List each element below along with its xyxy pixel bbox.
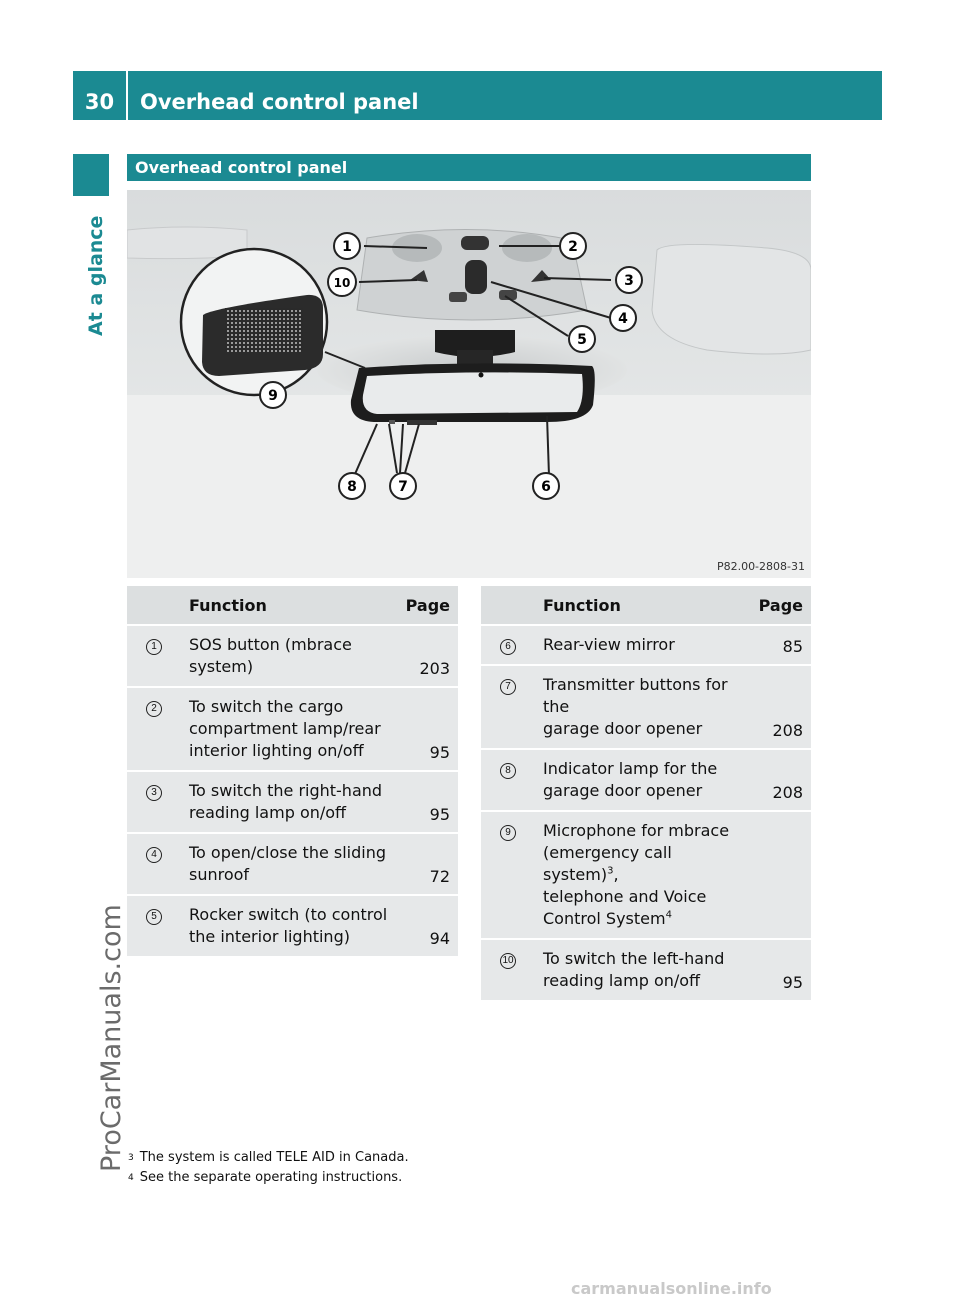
- callout-7: 7: [398, 479, 408, 495]
- page-ref: [749, 812, 811, 938]
- header-page: Page: [749, 586, 811, 624]
- item-number: 1: [146, 639, 162, 655]
- header-divider: [126, 71, 128, 120]
- header-empty: [481, 586, 535, 624]
- illustration-code: P82.00-2808-31: [717, 560, 805, 573]
- table-header-row: Function Page: [127, 586, 458, 624]
- footnote-ref-4: 4: [665, 909, 672, 921]
- header-page: Page: [396, 586, 458, 624]
- page-header-bar: [73, 71, 882, 120]
- overhead-panel-illustration: 1 2 3 4 5 6 7 8 9 10 P82.00-2808-31: [127, 190, 811, 578]
- side-tab-marker: [73, 154, 109, 196]
- item-number: 3: [146, 785, 162, 801]
- section-title-bar: [127, 154, 811, 181]
- callout-3: 3: [624, 273, 634, 289]
- item-number: 9: [500, 825, 516, 841]
- table-row: 6 Rear-view mirror 85: [481, 626, 811, 664]
- callout-1: 1: [342, 239, 352, 255]
- function-text: Microphone for mbrace(emergency call sys…: [535, 812, 749, 938]
- callout-10: 10: [334, 276, 351, 290]
- page-ref: 95: [396, 688, 458, 770]
- table-row: 9 Microphone for mbrace(emergency call s…: [481, 812, 811, 938]
- item-number: 7: [500, 679, 516, 695]
- page-ref: 85: [749, 626, 811, 664]
- callout-6: 6: [541, 479, 551, 495]
- bottom-watermark: carmanualsonline.info: [571, 1279, 772, 1298]
- table-header-row: Function Page: [481, 586, 811, 624]
- callout-2: 2: [568, 239, 578, 255]
- callout-8: 8: [347, 479, 357, 495]
- item-number: 4: [146, 847, 162, 863]
- callout-5: 5: [577, 332, 587, 348]
- page-ref: 94: [396, 896, 458, 956]
- page-ref: 208: [749, 750, 811, 810]
- page-number: 30: [84, 90, 115, 114]
- callout-9: 9: [268, 388, 278, 404]
- header-empty: [127, 586, 181, 624]
- item-number: 2: [146, 701, 162, 717]
- side-watermark: ProCarManuals.com: [96, 904, 127, 1172]
- callout-4: 4: [618, 311, 628, 327]
- item-number: 10: [500, 953, 516, 969]
- page-ref: 208: [749, 666, 811, 748]
- item-number: 8: [500, 763, 516, 779]
- item-number: 5: [146, 909, 162, 925]
- header-function: Function: [535, 586, 749, 624]
- function-table-right: Function Page 6 Rear-view mirror 85 7 Tr…: [481, 584, 811, 1002]
- page-ref: 203: [396, 626, 458, 686]
- footnote-ref-3: 3: [607, 865, 614, 877]
- page-ref: 95: [749, 940, 811, 1000]
- header-function: Function: [181, 586, 396, 624]
- chapter-side-label: At a glance: [85, 215, 107, 336]
- page-header-title: Overhead control panel: [140, 90, 419, 114]
- item-number: 6: [500, 639, 516, 655]
- function-text: Rear-view mirror: [535, 626, 749, 664]
- page-ref: 95: [396, 772, 458, 832]
- section-title: Overhead control panel: [135, 158, 348, 177]
- page-ref: 72: [396, 834, 458, 894]
